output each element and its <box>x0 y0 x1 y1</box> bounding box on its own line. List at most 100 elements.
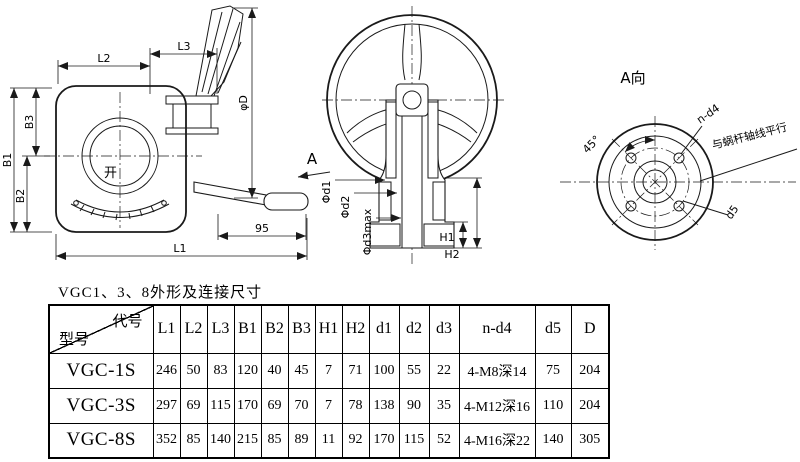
handwheel-spoke <box>402 23 422 81</box>
value-cell-D: 305 <box>570 422 610 459</box>
value-cell-H2: 78 <box>341 387 370 424</box>
value-cell-L2: 69 <box>179 387 208 424</box>
dim-nd4-label: n-d4 <box>694 102 722 127</box>
dim-L1-label: L1 <box>173 242 186 255</box>
column-header-d3: d3 <box>428 304 460 354</box>
value-cell-D: 204 <box>570 387 610 424</box>
a-direction-view: A向 45° n-d4 与蜗杆轴线平行 d5 <box>560 69 798 250</box>
position-scale-arc <box>75 199 165 213</box>
side-view: 开 L2 L3 <box>1 5 331 260</box>
dim-phid1-label: Φd1 <box>320 181 333 204</box>
handwheel-edge <box>195 5 244 97</box>
value-cell-H2: 71 <box>341 352 370 389</box>
dim-B1-label: B1 <box>1 153 14 168</box>
value-cell-d3: 22 <box>428 352 460 389</box>
value-cell-L3: 115 <box>206 387 235 424</box>
value-cell-L3: 83 <box>206 352 235 389</box>
column-header-H2: H2 <box>341 304 370 354</box>
value-cell-H1: 11 <box>314 422 343 459</box>
value-cell-D: 204 <box>570 352 610 389</box>
value-cell-L2: 50 <box>179 352 208 389</box>
value-cell-B1: 120 <box>233 352 262 389</box>
flange-outline <box>596 123 714 241</box>
value-cell-H1: 7 <box>314 352 343 389</box>
value-cell-d3: 35 <box>428 387 460 424</box>
column-header-d5: d5 <box>534 304 572 354</box>
value-cell-L1: 352 <box>152 422 181 459</box>
value-cell-d1: 100 <box>368 352 400 389</box>
value-cell-B3: 89 <box>287 422 316 459</box>
column-header-B2: B2 <box>260 304 289 354</box>
dim-L3-label: L3 <box>177 40 190 53</box>
bolt-hole <box>673 152 685 164</box>
column-header-B3: B3 <box>287 304 316 354</box>
dim-H1-label: H1 <box>439 231 454 244</box>
model-cell: VGC-3S <box>48 387 154 424</box>
value-cell-d1: 170 <box>368 422 400 459</box>
dim-phid2-label: Φd2 <box>339 196 352 219</box>
dim-45deg-label: 45° <box>580 133 603 156</box>
value-cell-d2: 90 <box>398 387 430 424</box>
value-cell-d3: 52 <box>428 422 460 459</box>
value-cell-H2: 92 <box>341 422 370 459</box>
value-cell-B2: 69 <box>260 387 289 424</box>
hub-cap <box>395 83 429 117</box>
value-cell-L2: 85 <box>179 422 208 459</box>
dim-95-label: 95 <box>255 222 269 235</box>
dim-B3-label: B3 <box>23 115 36 130</box>
value-cell-d5: 140 <box>534 422 572 459</box>
value-cell-L1: 297 <box>152 387 181 424</box>
value-cell-n-d4: 4-M16深22 <box>458 422 536 459</box>
value-cell-n-d4: 4-M12深16 <box>458 387 536 424</box>
value-cell-d1: 138 <box>368 387 400 424</box>
corner-label-bottom: 型号 <box>59 331 90 348</box>
view-a-arrow <box>297 171 331 180</box>
value-cell-B3: 45 <box>287 352 316 389</box>
bolt-hole <box>673 200 685 212</box>
dim-d5-label: d5 <box>723 203 742 222</box>
bolt-hole <box>625 152 637 164</box>
value-cell-B3: 70 <box>287 387 316 424</box>
dim-phid3max-label: Φd3max <box>361 208 374 255</box>
column-header-d2: d2 <box>398 304 430 354</box>
dim-B2-label: B2 <box>14 189 27 204</box>
value-cell-d2: 55 <box>398 352 430 389</box>
value-cell-d2: 115 <box>398 422 430 459</box>
bolt-circle <box>620 147 690 217</box>
model-cell: VGC-1S <box>48 352 154 389</box>
view-a-title: A向 <box>620 69 645 87</box>
parallel-note-label: 与蜗杆轴线平行 <box>710 120 788 152</box>
crank-grip <box>263 192 309 211</box>
dim-H2-label: H2 <box>444 248 459 261</box>
engineering-drawing: 开 L2 L3 <box>1 5 798 264</box>
crank-arm <box>193 181 267 206</box>
value-cell-L1: 246 <box>152 352 181 389</box>
value-cell-B1: 170 <box>233 387 262 424</box>
bolt-hole <box>625 200 637 212</box>
value-cell-B1: 215 <box>233 422 262 459</box>
gearbox-section-body <box>369 99 455 249</box>
column-header-n-d4: n-d4 <box>458 304 536 354</box>
corner-label-top: 代号 <box>112 314 143 330</box>
column-header-L2: L2 <box>179 304 208 354</box>
dim-L2-label: L2 <box>97 52 110 65</box>
column-header-d1: d1 <box>368 304 400 354</box>
value-cell-B2: 40 <box>260 352 289 389</box>
drawing-caption: VGC1、3、8外形及连接尺寸 <box>58 285 263 301</box>
hub-block <box>172 103 212 129</box>
column-header-L3: L3 <box>206 304 235 354</box>
column-header-L1: L1 <box>152 304 181 354</box>
dim-phiD-label: φD <box>237 95 250 111</box>
value-cell-d5: 75 <box>534 352 572 389</box>
model-cell: VGC-8S <box>48 422 154 459</box>
value-cell-d5: 110 <box>534 387 572 424</box>
column-header-B1: B1 <box>233 304 262 354</box>
column-header-D: D <box>570 304 610 354</box>
